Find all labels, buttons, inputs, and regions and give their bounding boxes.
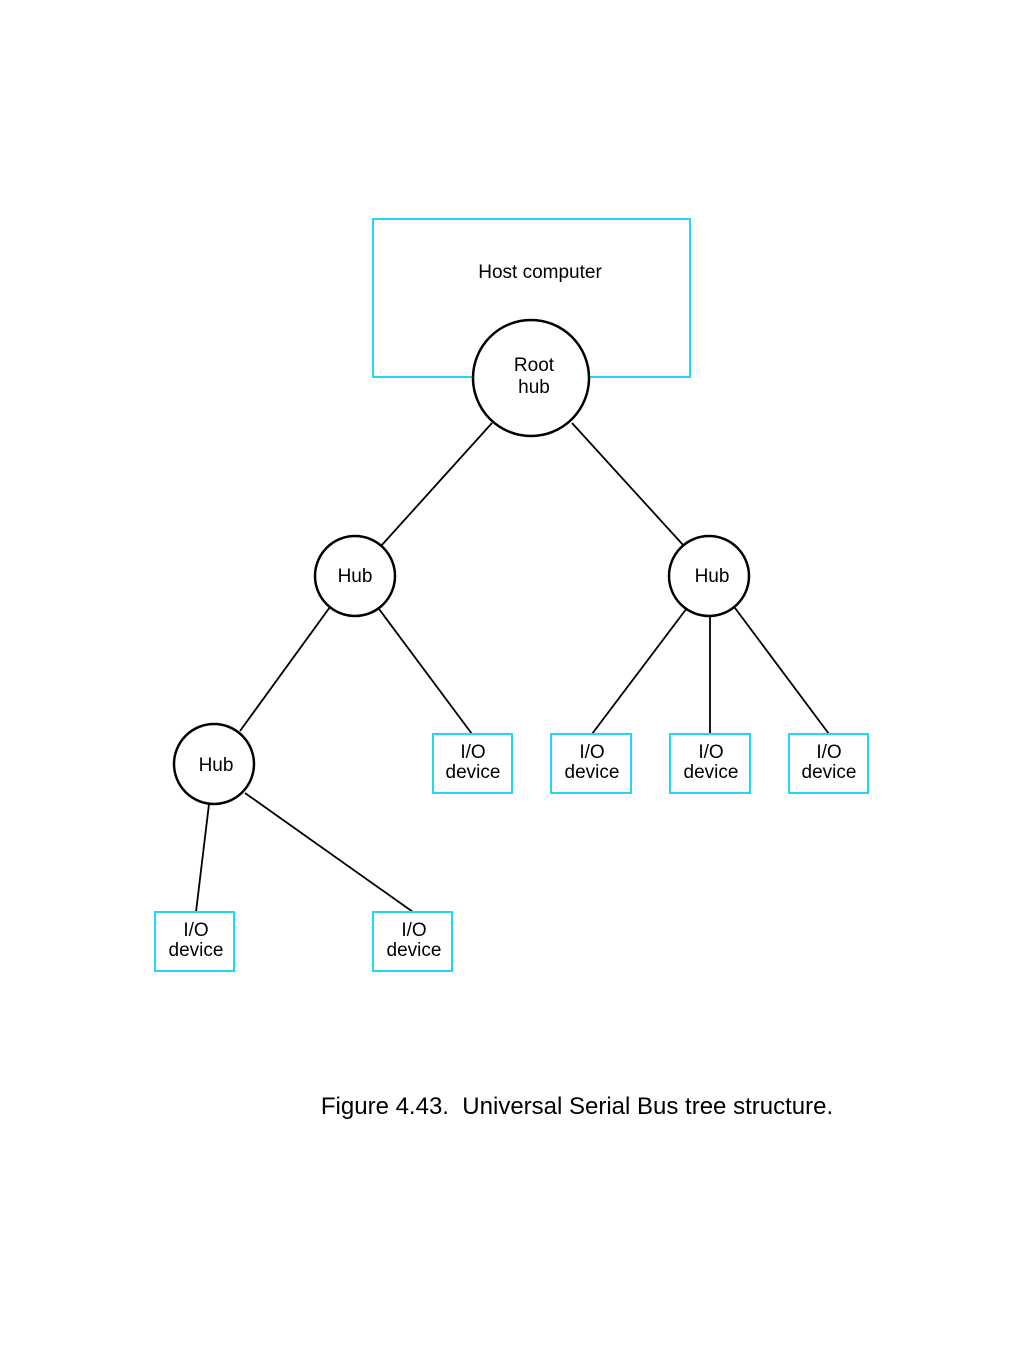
tree-edges	[195, 422, 830, 913]
host-computer-label: Host computer	[478, 262, 602, 283]
left-hub-label: Hub	[338, 566, 373, 587]
io-device-5: I/O device	[154, 911, 235, 972]
io-device-box	[432, 733, 513, 794]
io-device-label-line1: I/O	[816, 742, 841, 763]
right-hub-node	[667, 534, 751, 618]
io-device-box	[372, 911, 453, 972]
edge-left-hub-to-device-1	[378, 608, 473, 735]
edge-lower-hub-to-device-5	[195, 803, 210, 913]
io-device-2: I/O device	[550, 733, 632, 794]
root-hub-label-line1: Root	[514, 355, 555, 376]
io-device-label-line1: I/O	[460, 742, 485, 763]
figure-caption: Figure 4.43. Universal Serial Bus tree s…	[321, 1093, 833, 1120]
io-device-4: I/O device	[788, 733, 869, 794]
io-device-label-line2: device	[169, 940, 224, 961]
io-device-box	[788, 733, 869, 794]
root-hub-node	[471, 318, 591, 438]
edge-right-hub-to-device-2	[591, 607, 688, 735]
io-device-box	[669, 733, 751, 794]
edge-root-to-right-hub	[571, 422, 685, 547]
right-hub-label: Hub	[695, 566, 730, 587]
edge-lower-hub-to-device-6	[244, 792, 414, 913]
io-device-label-line1: I/O	[698, 742, 723, 763]
io-device-label-line2: device	[684, 762, 739, 783]
root-hub-label-line2: hub	[518, 377, 550, 398]
io-device-1: I/O device	[432, 733, 513, 794]
left-hub-node	[313, 534, 397, 618]
lower-left-hub-label: Hub	[199, 755, 234, 776]
io-device-box	[154, 911, 235, 972]
edge-left-hub-to-lower-hub	[239, 606, 331, 732]
lower-left-hub-node	[172, 722, 256, 806]
io-device-label-line1: I/O	[401, 920, 426, 941]
io-device-label-line2: device	[802, 762, 857, 783]
io-device-box	[550, 733, 632, 794]
io-device-label-line1: I/O	[183, 920, 208, 941]
io-device-6: I/O device	[372, 911, 453, 972]
io-device-label-line2: device	[446, 762, 501, 783]
edge-right-hub-to-device-4	[734, 607, 830, 735]
io-device-label-line2: device	[565, 762, 620, 783]
io-device-3: I/O device	[669, 733, 751, 794]
edge-root-to-left-hub	[380, 422, 493, 547]
io-device-label-line1: I/O	[579, 742, 604, 763]
io-device-label-line2: device	[387, 940, 442, 961]
